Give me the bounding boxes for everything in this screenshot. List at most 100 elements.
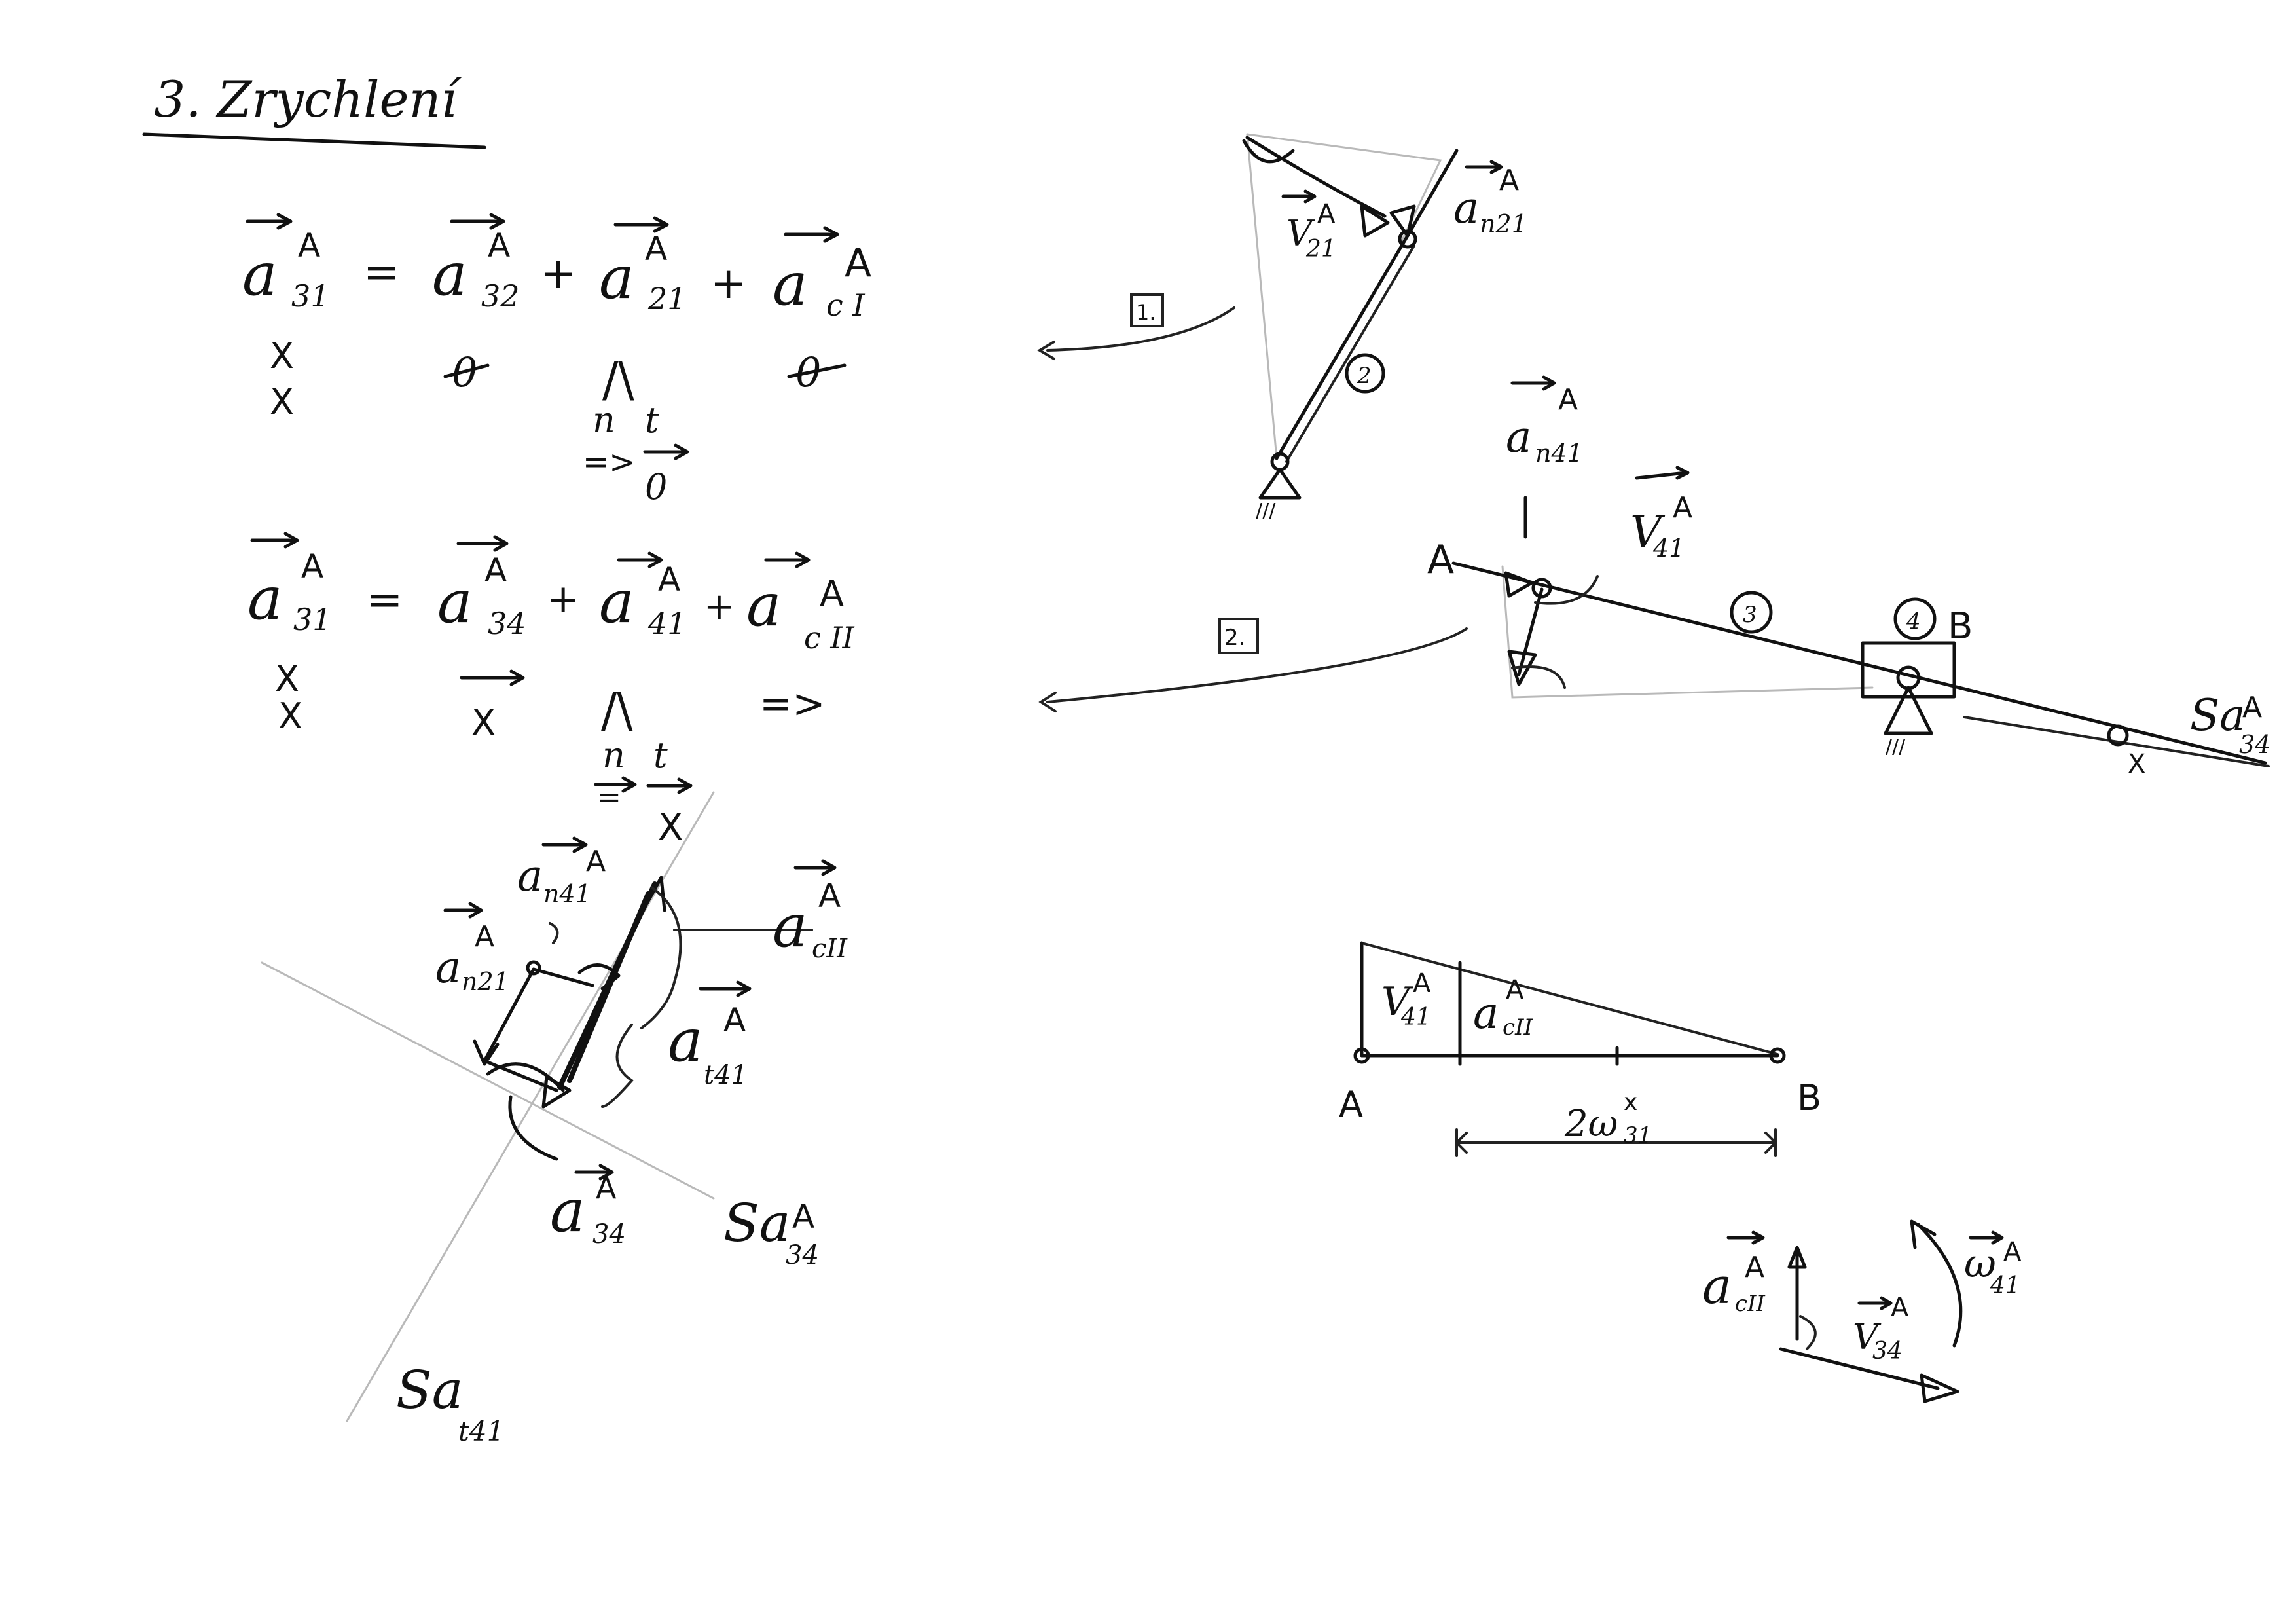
svg-text:Sa: Sa (396, 1359, 464, 1420)
label-a34: a 34 A (550, 1164, 626, 1249)
vector-arrow-icon (1635, 466, 1690, 480)
eq2-mag-0: X (275, 658, 299, 699)
label-v41-mech: V 41 A (1630, 466, 1692, 563)
link-2 (1275, 234, 1410, 460)
link-3 (1451, 561, 2267, 765)
arrow-to-polygon (1046, 627, 1468, 703)
eq1-dir-0: X (270, 381, 294, 422)
x-mark: X (2128, 749, 2145, 779)
svg-text:t41: t41 (704, 1060, 748, 1090)
svg-text:34: 34 (786, 1240, 819, 1270)
eq2-term-1-base: a (599, 568, 634, 637)
eq1-lhs-sub: 31 (291, 278, 330, 314)
svg-text:41: 41 (1990, 1272, 2020, 1299)
label-at41: a t41 A (668, 980, 752, 1090)
mechanism-2: /// X 3 4 A B 2. a n41 A V 41 A Sa 34 A (1038, 375, 2270, 779)
page-title: 3. Zrychlení (154, 70, 462, 128)
construction-line-sa34 (261, 961, 715, 1200)
svg-text:34: 34 (1872, 1338, 1903, 1365)
eq1-term-1-base: a (599, 244, 634, 312)
point-x (2107, 724, 2129, 747)
label-an21: a n21 A (435, 902, 509, 996)
ground-support-icon (1884, 686, 1933, 735)
arrowhead-icon (1038, 692, 1057, 712)
eq2-lhs: a 31 A (247, 532, 332, 637)
svg-text:cII: cII (1503, 1014, 1533, 1041)
label-s-a34: Sa 34 A (723, 1192, 819, 1270)
svg-text:A: A (1499, 164, 1519, 197)
svg-text:A: A (1558, 383, 1578, 416)
svg-text:41: 41 (1652, 534, 1685, 563)
eq1-term-2-sub: c I (826, 287, 865, 323)
arrowhead-icon (1037, 341, 1055, 360)
vector-arrow-icon (646, 777, 693, 794)
vector-v34-direction (1779, 1347, 1940, 1390)
eq2-term-1-sup: A (658, 561, 680, 599)
link-2-circle (1345, 353, 1385, 394)
vector-arrow-icon (456, 535, 509, 552)
vector-arrow-icon (1465, 160, 1503, 174)
eq1-lhs-base: a (242, 240, 278, 309)
vector-an41 (532, 967, 594, 987)
vector-arrow-icon (617, 551, 663, 568)
eq1-lhs: a 31 A (242, 213, 330, 314)
eq2-t-label: t (653, 735, 668, 776)
eq1-mag-2: /\ (602, 352, 634, 407)
acceleration-polygon: a n41 A a n21 A a cII A a t41 A a 34 A (261, 791, 848, 1447)
eq2-sign-2: + (704, 585, 735, 628)
label-acII: a cII A (773, 859, 848, 964)
vector-an21 (1406, 149, 1459, 238)
label-an41: a n41 A (517, 836, 606, 908)
vector-arrow-icon (1510, 375, 1556, 391)
svg-text:cII: cII (812, 934, 848, 964)
svg-text:A: A (2003, 1237, 2022, 1267)
eq1-sign-0: = (363, 247, 399, 297)
slider-4 (1861, 641, 1956, 699)
vector-arrow-icon (699, 980, 752, 997)
svg-text:a: a (517, 851, 543, 901)
vector-arrow-icon (246, 213, 293, 230)
equation-2: a 31 A = a 34 A + a 41 A + a c II A X X … (247, 532, 855, 849)
pole-point (526, 960, 541, 976)
eq2-dir-0: X (278, 695, 302, 737)
arrowhead-icon (473, 1039, 500, 1066)
svg-text:34: 34 (2239, 730, 2270, 759)
triangle-point-A: A (1339, 1084, 1363, 1125)
vector-arrow-icon (793, 859, 837, 876)
vector-arrow-icon (1857, 1296, 1893, 1310)
eq1-term-2-sup: A (845, 240, 871, 286)
vector-arrow-icon (1969, 1230, 2004, 1245)
angular-velocity-arc (1916, 1223, 1963, 1348)
svg-text:A: A (1891, 1293, 1909, 1323)
svg-text:n21: n21 (1480, 210, 1527, 238)
zero-strike-mark (787, 363, 847, 378)
construction-line (1246, 133, 1278, 460)
svg-text:A: A (596, 1170, 617, 1206)
eq2-term-2-sup: A (820, 573, 844, 614)
arrowhead-icon (1389, 204, 1416, 238)
svg-text:a: a (1473, 988, 1499, 1039)
svg-text:n21: n21 (462, 967, 509, 996)
svg-text:n41: n41 (543, 879, 591, 908)
vector-arrow-icon (643, 443, 689, 460)
eq2-term-1-sub: 41 (647, 606, 687, 641)
title-underline (142, 132, 486, 149)
eq2-term-0-sub: 34 (488, 606, 526, 641)
arrowhead-icon (541, 1075, 572, 1109)
eq2-term-2-base: a (746, 571, 782, 640)
arrowhead-icon (1360, 204, 1390, 238)
svg-text:A: A (1413, 969, 1431, 999)
label-an41-mech: a n41 A (1506, 375, 1583, 468)
eq1-term-0-sub: 32 (481, 278, 520, 314)
eq1-term-0-sup: A (488, 227, 510, 265)
svg-text:V: V (1853, 1316, 1882, 1357)
eq2-lhs-sub: 31 (293, 602, 332, 637)
vector-arrow-icon (574, 1164, 614, 1181)
point-B-label: B (1948, 605, 1973, 648)
svg-text:21: 21 (1305, 236, 1336, 263)
vector-arrow-icon (460, 669, 525, 686)
dimension-arrow-icon (1764, 1128, 1777, 1157)
velocity-triangle: A B V 41 A a cII A 2ω 31 x (1339, 941, 1821, 1157)
vector-arrow-icon (1281, 189, 1317, 204)
